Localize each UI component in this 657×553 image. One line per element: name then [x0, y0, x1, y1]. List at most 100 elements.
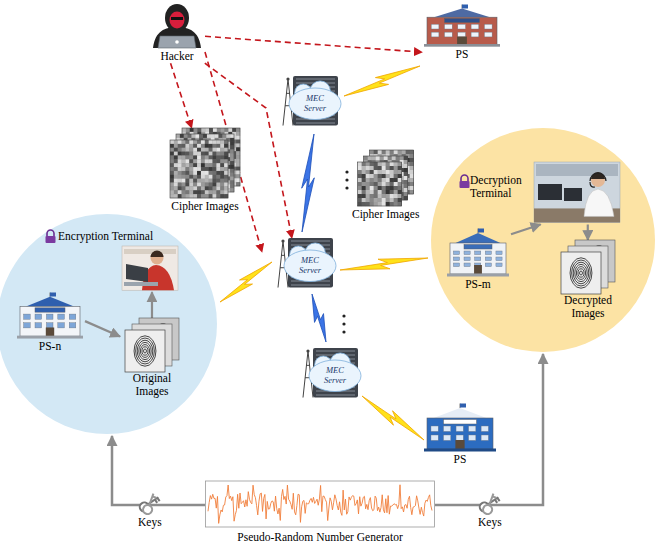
noise-cell — [197, 174, 201, 178]
noise-cell — [178, 140, 182, 144]
noise-cell — [394, 174, 398, 178]
antenna-tip — [286, 77, 289, 80]
fingerprint-ridge — [570, 258, 592, 288]
noise-cell — [197, 148, 201, 152]
noise-cell — [378, 182, 382, 186]
noise-cell — [182, 171, 186, 175]
art-part — [155, 500, 157, 503]
noise-cell — [374, 186, 378, 190]
decryption-zone — [431, 128, 655, 352]
noise-cell — [220, 159, 224, 163]
noise-cell — [394, 166, 398, 170]
node-label: Decrypted Images — [560, 294, 616, 320]
noise-cell — [382, 186, 386, 190]
noise-cell — [394, 182, 398, 186]
noise-cell — [209, 144, 213, 148]
noise-cell — [213, 155, 217, 159]
photo-ground — [122, 246, 178, 290]
noise-cell — [201, 163, 205, 167]
base — [424, 449, 496, 452]
noise-cell — [213, 159, 217, 163]
noise-cell — [201, 178, 205, 182]
noise-cell — [221, 174, 225, 178]
noise-cell — [197, 140, 201, 144]
noise-cell — [170, 186, 174, 190]
noise-cell — [358, 166, 362, 170]
noise-cell — [386, 178, 390, 182]
noise-cell — [230, 177, 234, 181]
lightning-link — [220, 262, 272, 302]
cipher-border — [358, 162, 402, 206]
noise-cell — [386, 162, 390, 166]
noise-cell — [366, 170, 370, 174]
noise-cell — [182, 163, 186, 167]
noise-cell — [182, 179, 186, 183]
noise-cell — [224, 155, 228, 159]
noise-cell — [182, 163, 186, 167]
noise-cell — [190, 151, 194, 155]
noise-cell — [174, 159, 178, 163]
noise-cell — [213, 128, 217, 132]
noise-cell — [170, 175, 174, 179]
noise-cell — [193, 167, 197, 171]
noise-cell — [221, 182, 225, 186]
key-label-box: Keys — [478, 516, 502, 529]
noise-cell — [170, 194, 174, 198]
data-flow-arrow — [587, 224, 589, 240]
noise-cell — [205, 171, 209, 175]
random-waveform — [208, 485, 432, 524]
noise-cell — [398, 190, 402, 194]
noise-cell — [410, 154, 414, 158]
noise-cell — [178, 155, 182, 159]
noise-cell — [205, 186, 209, 190]
noise-cell — [190, 182, 194, 186]
noise-cell — [205, 144, 209, 148]
noise-cell — [394, 202, 398, 206]
noise-cell — [236, 140, 240, 144]
cipher-image — [358, 162, 402, 206]
noise-cell — [374, 174, 378, 178]
noise-cell — [221, 159, 225, 163]
noise-cell — [378, 178, 382, 182]
noise-cell — [205, 128, 209, 132]
noise-cell — [398, 182, 402, 186]
noise-cell — [209, 175, 213, 179]
noise-cell — [185, 194, 189, 198]
cipher-image — [170, 140, 228, 198]
noise-cell — [185, 183, 189, 187]
noise-cell — [209, 159, 213, 163]
noise-cell — [382, 190, 386, 194]
headset — [590, 173, 606, 187]
window — [471, 24, 479, 29]
noise-cell — [207, 134, 211, 138]
attack-arrow — [205, 52, 262, 252]
sign-band — [444, 420, 477, 425]
noise-cell — [382, 186, 386, 190]
roof — [434, 408, 487, 418]
noise-cell — [182, 171, 186, 175]
noise-cell — [220, 148, 224, 152]
window — [485, 257, 491, 261]
noise-cell — [170, 183, 174, 187]
noise-cell — [209, 128, 213, 132]
noise-cell — [193, 155, 197, 159]
noise-cell — [185, 167, 189, 171]
noise-cell — [216, 186, 220, 190]
noise-cell — [213, 163, 217, 167]
window — [35, 314, 42, 319]
noise-cell — [382, 170, 386, 174]
noise-cell — [170, 171, 174, 175]
noise-cell — [178, 152, 182, 156]
noise-cell — [362, 190, 366, 194]
noise-cell — [185, 152, 189, 156]
door — [455, 440, 464, 449]
cloud — [309, 360, 361, 392]
noise-cell — [410, 186, 414, 190]
noise-cell — [201, 186, 205, 190]
noise-cell — [398, 174, 402, 178]
noise-cell — [174, 175, 178, 179]
sign-band — [464, 245, 492, 250]
noise-cell — [185, 190, 189, 194]
noise-cell — [390, 178, 394, 182]
noise-cell — [386, 170, 390, 174]
